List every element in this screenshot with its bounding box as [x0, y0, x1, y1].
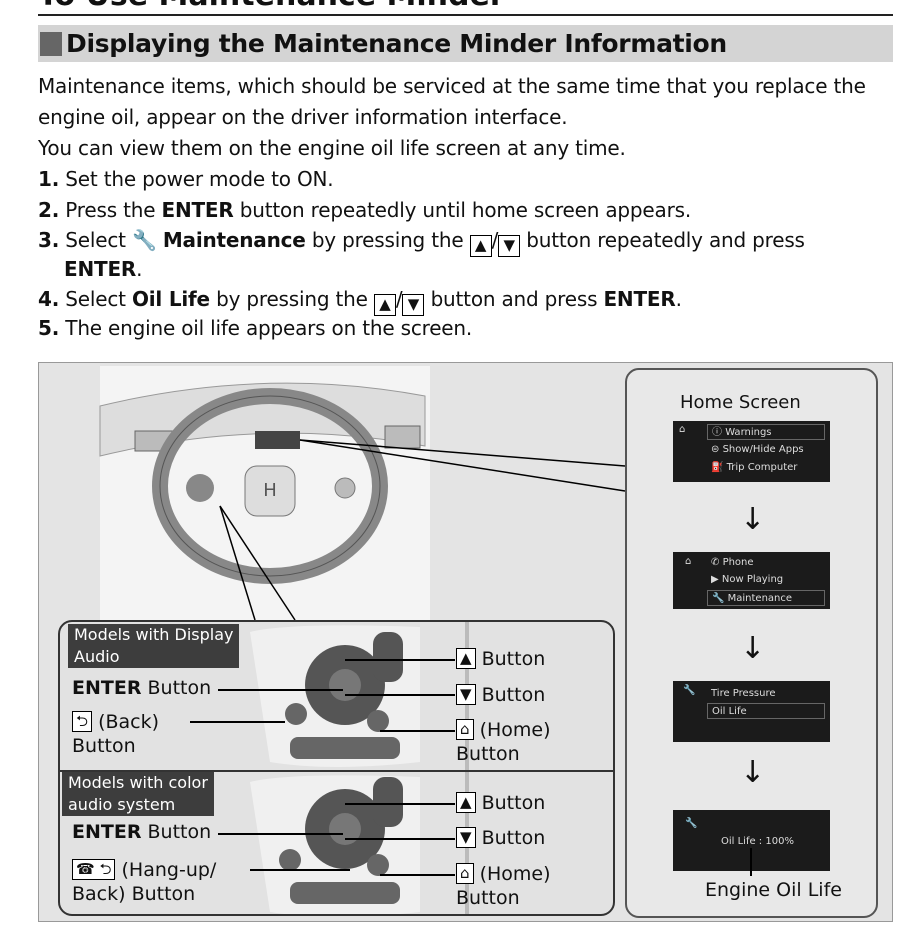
up-button-icon: ▲: [456, 648, 476, 669]
step-3: 3. Select 🔧 Maintenance by pressing the …: [38, 228, 805, 257]
page-title: To Use Maintenance Minder: [38, 0, 505, 13]
menu-item-phone: ✆ Phone: [711, 557, 754, 568]
menu-item-warnings: ⓘ Warnings: [707, 424, 825, 440]
oil-life-value: Oil Life : 100%: [721, 836, 794, 847]
up-button-icon: ▲: [456, 792, 476, 813]
menu-item-oil-life: Oil Life: [707, 703, 825, 719]
home-icon: ⌂: [456, 863, 474, 884]
title-divider: [38, 14, 893, 16]
down-arrow-icon: ↓: [740, 755, 766, 790]
menu-item-now-playing: ▶ Now Playing: [711, 574, 784, 585]
wrench-icon: 🔧: [685, 818, 698, 829]
svg-text:H: H: [263, 480, 277, 501]
section-square-icon: [40, 31, 62, 56]
home-screen-label: Home Screen: [680, 392, 801, 413]
callout-line: [345, 838, 455, 840]
intro-line: You can view them on the engine oil life…: [38, 136, 626, 160]
callout-line: [218, 689, 343, 691]
home-button-label: ⌂ (Home)Button: [456, 863, 551, 909]
down-button-icon: ▼: [456, 827, 476, 848]
step-5: 5. The engine oil life appears on the sc…: [38, 316, 473, 340]
step-2: 2. Press the ENTER button repeatedly unt…: [38, 198, 691, 222]
menu-item-apps: ⊜ Show/Hide Apps: [711, 444, 804, 455]
home-button-label: ⌂ (Home)Button: [456, 719, 551, 765]
menu-screen-display: ⌂ ✆ Phone ▶ Now Playing 🔧 Maintenance: [673, 552, 830, 609]
step-3-cont: ENTER.: [64, 257, 143, 281]
menu-item-tire-pressure: Tire Pressure: [711, 688, 776, 699]
wrench-icon: 🔧: [131, 228, 157, 252]
intro-line: engine oil, appear on the driver informa…: [38, 105, 568, 129]
down-button-label: ▼ Button: [456, 683, 545, 707]
section-header: Displaying the Maintenance Minder Inform…: [38, 25, 893, 62]
down-arrow-icon: ↓: [740, 502, 766, 537]
home-screen-display: ⌂ ⓘ Warnings ⊜ Show/Hide Apps ⛽ Trip Com…: [673, 421, 830, 482]
down-button-icon: ▼: [456, 684, 476, 705]
maintenance-screen-display: 🔧 Tire Pressure Oil Life: [673, 681, 830, 742]
divider: [60, 770, 613, 772]
callout-line: [380, 730, 455, 732]
back-icon: ⮌: [72, 711, 93, 732]
enter-button-label: ENTER Button: [72, 821, 212, 843]
callout-line: [345, 659, 455, 661]
hangup-back-button-label: ☎ ⮌ (Hang-up/Back) Button: [72, 859, 217, 905]
step-1: 1. Set the power mode to ON.: [38, 167, 334, 191]
section-title: Displaying the Maintenance Minder Inform…: [66, 29, 727, 58]
home-icon: ⌂: [685, 556, 692, 567]
menu-item-trip: ⛽ Trip Computer: [711, 462, 798, 473]
step-4: 4. Select Oil Life by pressing the ▲/▼ b…: [38, 287, 682, 316]
intro-line: Maintenance items, which should be servi…: [38, 74, 866, 98]
down-button-icon: ▼: [402, 294, 425, 316]
down-button-icon: ▼: [498, 235, 521, 257]
callout-line: [218, 833, 343, 835]
dashboard-illustration: H: [99, 366, 626, 621]
home-icon: ⌂: [456, 719, 474, 740]
callout-line: [345, 694, 455, 696]
down-arrow-icon: ↓: [740, 631, 766, 666]
engine-oil-life-label: Engine Oil Life: [705, 879, 842, 901]
down-button-label: ▼ Button: [456, 826, 545, 850]
back-button-label: ⮌ (Back)Button: [72, 711, 160, 757]
wrench-icon: 🔧: [683, 685, 696, 696]
callout-line: [190, 721, 285, 723]
callout-line: [250, 869, 350, 871]
up-button-icon: ▲: [373, 294, 396, 316]
home-icon: ⌂: [679, 424, 686, 435]
callout-line: [750, 848, 752, 876]
menu-item-maintenance: 🔧 Maintenance: [707, 590, 825, 606]
steering-switch-illustration: [250, 622, 469, 914]
enter-button-label: ENTER Button: [72, 677, 212, 699]
up-button-label: ▲ Button: [456, 647, 545, 671]
up-button-icon: ▲: [469, 235, 492, 257]
up-button-label: ▲ Button: [456, 791, 545, 815]
callout-line: [380, 874, 455, 876]
callout-line: [345, 803, 455, 805]
hangup-back-icon: ☎ ⮌: [72, 859, 116, 880]
